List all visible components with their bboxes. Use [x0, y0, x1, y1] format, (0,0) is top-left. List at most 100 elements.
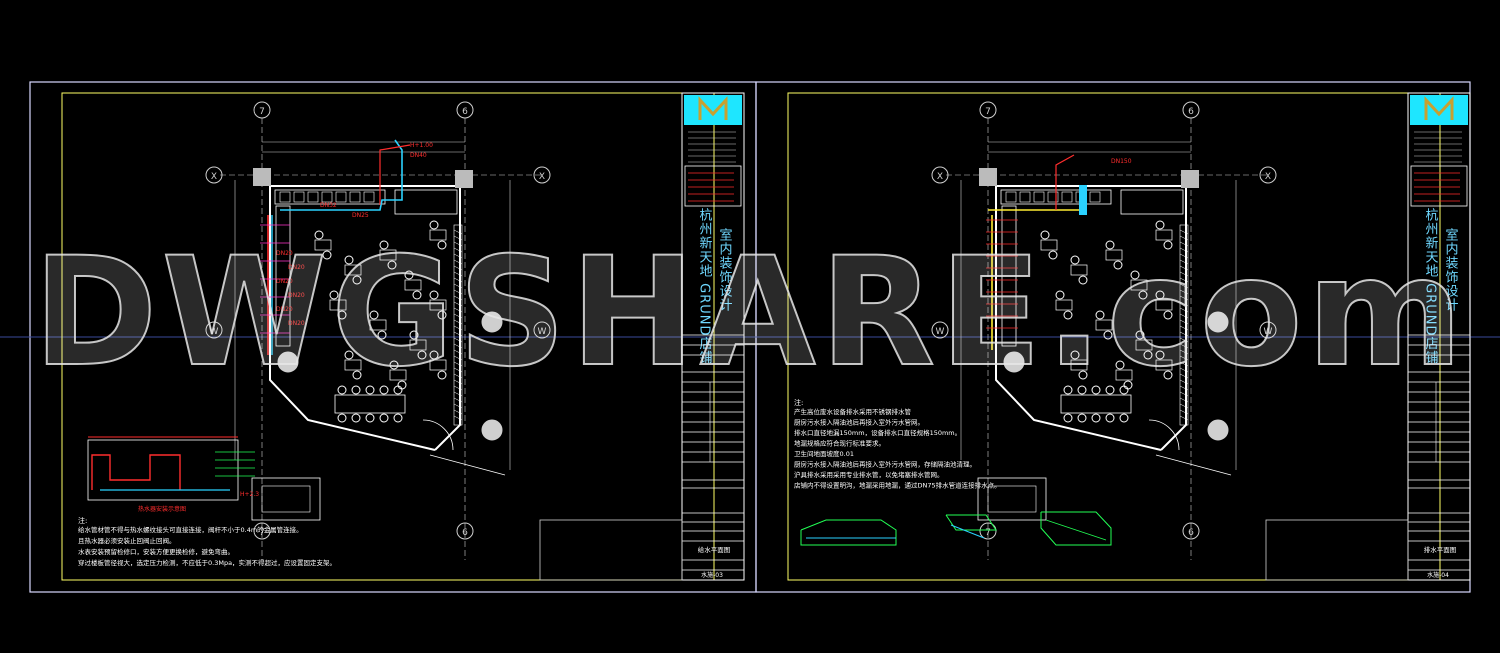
long-table-chair: [1077, 385, 1087, 395]
table-10: [429, 299, 447, 311]
counter-fixture: [307, 191, 319, 203]
long-table-chair: [1063, 385, 1073, 395]
hatch-line: [1179, 337, 1189, 343]
hatch-line: [1179, 325, 1189, 331]
hatch-line: [453, 283, 463, 289]
long-table-chair: [365, 413, 375, 423]
hatch-line: [453, 349, 463, 355]
long-table-chair: [337, 413, 347, 423]
sheet-number: 水施-04: [1427, 571, 1449, 579]
chair-5b: [1103, 330, 1113, 340]
pipe-label: DN20: [276, 278, 293, 285]
hatch-line: [453, 373, 463, 379]
hatch-line: [453, 265, 463, 271]
long-table-chair: [379, 385, 389, 395]
chair-11b: [437, 370, 447, 380]
grid-label-x-right: X: [1265, 172, 1271, 182]
column-ne: [455, 170, 473, 188]
cold-water-main: [280, 139, 403, 211]
table-11: [429, 359, 447, 371]
chair-1b: [1078, 275, 1088, 285]
grid-bubble-7: [979, 101, 997, 119]
chair-4: [329, 290, 339, 300]
pipe-label: DN25: [352, 212, 369, 219]
hatch-line: [453, 313, 463, 319]
table-0: [1040, 239, 1058, 251]
detail-sketch-2: [945, 514, 997, 531]
stamp-frame: [1265, 519, 1409, 581]
table-8: [389, 369, 407, 381]
hatch-line: [453, 403, 463, 409]
table-8: [1115, 369, 1133, 381]
note-line-0: 给水管材管不得与热水螺纹接头可直接连接，阀杆不小于0.4m的金属管连接。: [78, 525, 303, 534]
heater-detail-frame: [87, 439, 239, 501]
grid-bubble-w-left: [931, 321, 949, 339]
long-table-chair: [1091, 385, 1101, 395]
chair-9: [429, 220, 439, 230]
hatch-line: [453, 253, 463, 259]
table-9: [1155, 229, 1173, 241]
grid-label-w-right: W: [538, 327, 547, 337]
long-table-chair: [1091, 413, 1101, 423]
chair-4b: [337, 310, 347, 320]
hatch-line: [1179, 319, 1189, 325]
chair-0: [1040, 230, 1050, 240]
long-table-chair: [1105, 385, 1115, 395]
logo-badge: [684, 95, 742, 125]
pipe-label: DN20: [288, 292, 305, 299]
hatch-line: [1179, 241, 1189, 247]
chair-6b: [1143, 350, 1153, 360]
notes-heading: 注:: [794, 398, 803, 407]
hatch-line: [453, 295, 463, 301]
table-6: [409, 339, 427, 351]
pipe-label: DN32: [320, 202, 337, 209]
counter-fixture: [1005, 191, 1017, 203]
curtain-wall: [453, 224, 463, 426]
chair-10: [1155, 290, 1165, 300]
grid-bubble-6-bottom: [1182, 522, 1200, 540]
chair-9b: [437, 240, 447, 250]
long-table-chair: [365, 385, 375, 395]
detail-sketch-3: [1040, 511, 1112, 546]
entry-mat-outer: [251, 477, 321, 521]
hatch-line: [1179, 373, 1189, 379]
chair-7: [1070, 350, 1080, 360]
round-column-1: [481, 311, 503, 333]
counter-west: [1001, 205, 1017, 347]
note-line-3: 穿过楼板管径视大，选定压力检测，不应低于0.3Mpa，实测不得超过，应设置固定支…: [78, 558, 336, 567]
hatch-line: [1179, 277, 1189, 283]
logo-mark-icon: [1424, 96, 1454, 120]
counter-fixture: [279, 191, 291, 203]
grid-label-6-bottom: 6: [1188, 528, 1194, 538]
hatch-line: [1179, 235, 1189, 241]
table-3: [404, 279, 422, 291]
hatch-line: [1179, 349, 1189, 355]
hatch-line: [453, 391, 463, 397]
chair-7: [344, 350, 354, 360]
hatch-line: [1179, 331, 1189, 337]
hatch-line: [453, 319, 463, 325]
chair-9b: [1163, 240, 1173, 250]
chair-4b: [1063, 310, 1073, 320]
hatch-line: [1179, 283, 1189, 289]
note-line-0: 产生高位废水设备排水采用不锈钢排水管: [794, 407, 912, 416]
diagonal-wall: [1155, 454, 1232, 476]
exterior-wall-east: [996, 185, 1187, 451]
grid-bubble-w-right: [533, 321, 551, 339]
counter-fixture: [321, 191, 333, 203]
long-table-chair: [1077, 413, 1087, 423]
grid-bubble-x-right: [533, 166, 551, 184]
table-1: [1070, 264, 1088, 276]
chair-3b: [412, 290, 422, 300]
hatch-line: [453, 247, 463, 253]
title-block: [681, 92, 745, 581]
project-name-line1: 杭州新天地 GRUND店铺: [697, 208, 713, 365]
diagonal-wall: [429, 454, 506, 476]
hatch-line: [453, 361, 463, 367]
title-block: [1407, 92, 1471, 581]
chair-3: [404, 270, 414, 280]
hatch-line: [1179, 397, 1189, 403]
hatch-line: [453, 277, 463, 283]
hatch-line: [453, 397, 463, 403]
